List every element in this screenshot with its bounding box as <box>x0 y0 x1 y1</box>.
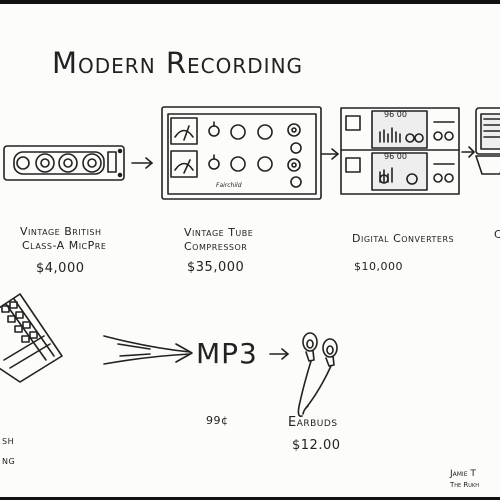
mic-preamp-sketch <box>3 145 125 181</box>
compressor-label: Vintage Tube Compressor <box>184 226 253 254</box>
tube-compressor-sketch <box>161 106 322 200</box>
digital-converters-sketch <box>340 107 460 195</box>
signature: Jamie T The Rukh <box>450 469 479 491</box>
partial-left-label-line-2: ng <box>2 454 16 467</box>
partial-left-label-line-1: sh <box>2 434 15 447</box>
converters-price: $10,000 <box>354 260 403 273</box>
earbuds-label: Earbuds <box>288 415 338 430</box>
preamp-label-line-2: Class-A MicPre <box>22 239 107 252</box>
arrow-to-mp3 <box>103 335 193 365</box>
mp3-label: MP3 <box>196 337 258 370</box>
preamp-label-line-1: Vintage British <box>20 225 102 238</box>
mp3-price: 99¢ <box>206 414 229 427</box>
compressor-brand: Fairchild <box>216 182 242 189</box>
partial-right-label: C <box>494 228 500 242</box>
page-title: Modern Recording <box>52 46 304 80</box>
converters-label-line-1: Digital Converters <box>352 232 455 245</box>
earbuds-price: $12.00 <box>292 438 341 453</box>
compressor-label-line-2: Compressor <box>184 240 248 253</box>
arrow-mp3-to-earbuds <box>269 348 289 360</box>
arrow-converters-to-computer <box>461 146 475 158</box>
converter-readout-bottom: 96 00 <box>384 152 407 161</box>
arrow-compressor-to-converters <box>321 148 339 160</box>
converter-readout-top: 96 00 <box>384 110 407 119</box>
earbuds-sketch <box>297 332 338 418</box>
mixing-console-sketch <box>0 293 63 383</box>
converters-label: Digital Converters <box>352 232 454 246</box>
compressor-label-line-1: Vintage Tube <box>184 226 254 239</box>
preamp-label: Vintage British Class-A MicPre <box>20 225 106 253</box>
computer-sketch <box>475 107 500 175</box>
preamp-price: $4,000 <box>36 261 85 276</box>
compressor-price: $35,000 <box>187 260 245 275</box>
sketch-drawings <box>0 106 500 418</box>
signature-line-1: Jamie T <box>450 469 476 479</box>
arrow-preamp-to-compressor <box>131 157 153 169</box>
signature-line-2: The Rukh <box>450 481 479 489</box>
